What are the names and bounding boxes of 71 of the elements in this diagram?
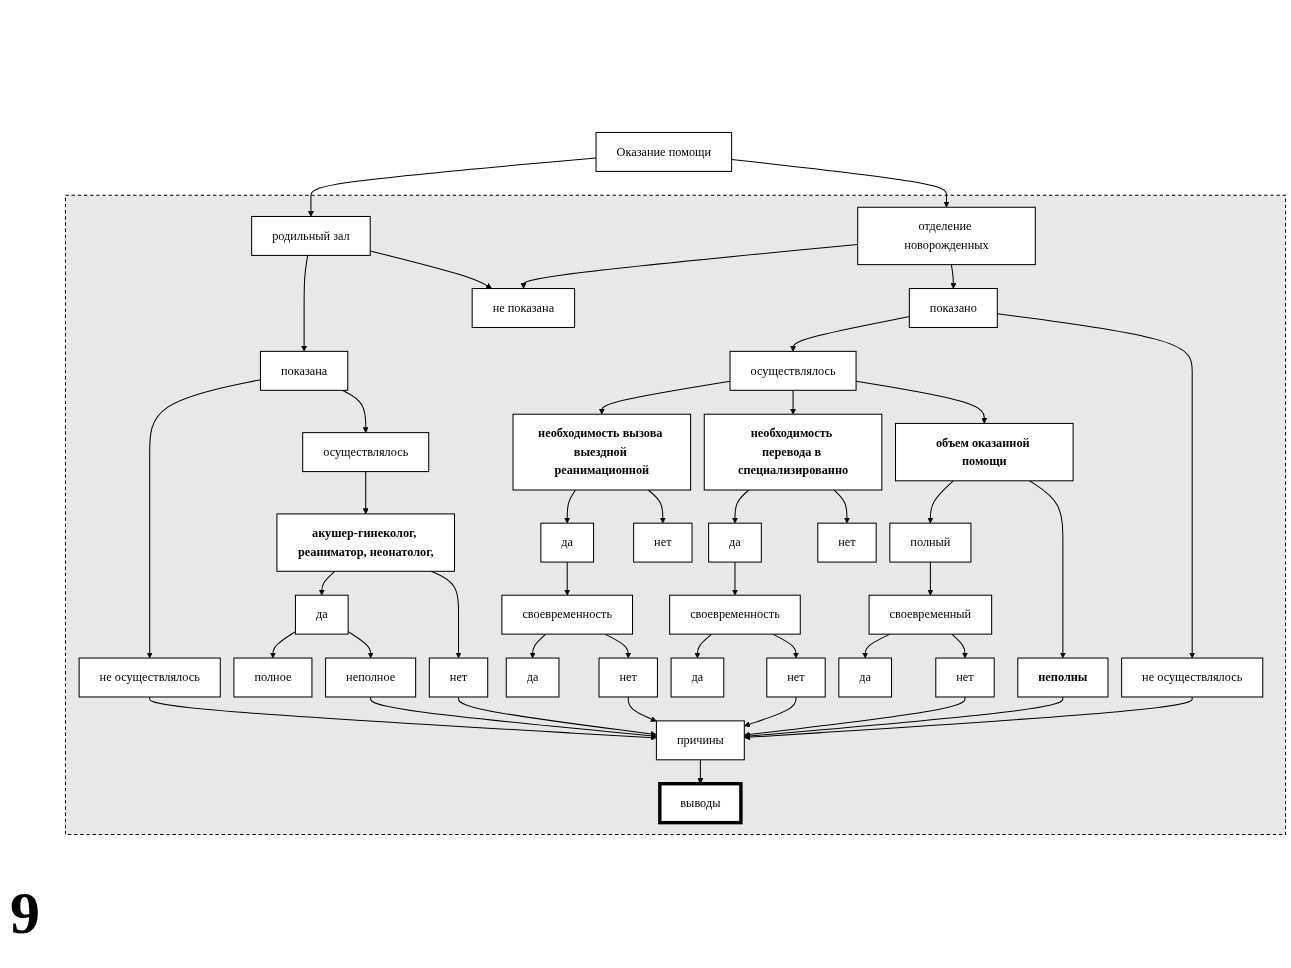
node-box: да xyxy=(838,658,893,698)
node-box: не осуществлялось xyxy=(1121,658,1264,698)
node-box: не осуществлялось xyxy=(78,658,221,698)
arrow xyxy=(731,490,750,524)
arrow xyxy=(697,759,704,785)
node-box: нет xyxy=(817,523,877,564)
node-box: нет xyxy=(428,658,489,698)
arrow xyxy=(731,562,738,596)
arrow xyxy=(744,696,966,738)
node-box: нет xyxy=(766,658,826,698)
node-box: необходимость вызова выездной реанимационной xyxy=(512,414,692,491)
node-box: необходимость перевода в специализированно xyxy=(703,414,883,491)
node-box: своевременность xyxy=(501,595,634,636)
cluster xyxy=(64,195,1287,836)
node-box: нет xyxy=(633,523,693,564)
arrow xyxy=(744,696,1193,741)
arrow xyxy=(790,316,910,353)
arrow xyxy=(1029,480,1066,659)
arrow xyxy=(950,264,957,290)
arrow xyxy=(604,634,632,659)
arrow xyxy=(370,696,657,740)
arrow xyxy=(564,490,576,524)
arrow xyxy=(731,159,950,208)
arrow xyxy=(529,634,547,659)
arrow xyxy=(149,696,657,741)
arrow xyxy=(627,696,657,723)
node-box: своевременность xyxy=(669,595,801,636)
node-box: выводы xyxy=(658,782,743,825)
node-box: осуществлялось xyxy=(729,351,857,392)
arrow xyxy=(598,381,731,415)
node-box: отделение новорожденных xyxy=(857,207,1036,266)
node-box: не показана xyxy=(471,288,576,329)
arrow xyxy=(564,562,571,596)
node-box: осуществлялось xyxy=(302,432,430,473)
node-box: да xyxy=(505,658,560,698)
node-box: показано xyxy=(908,288,998,329)
node-box: да xyxy=(540,523,595,564)
node-box: нет xyxy=(598,658,658,698)
node-box: да xyxy=(294,595,349,636)
node-box: объем оказанной помощи xyxy=(895,423,1074,482)
node-box: неполны xyxy=(1017,658,1109,698)
node-box: полный xyxy=(889,523,972,564)
arrow xyxy=(744,696,797,728)
node-box: причины xyxy=(655,720,745,761)
arrow xyxy=(269,631,296,659)
arrow xyxy=(318,571,336,596)
arrow xyxy=(647,490,666,524)
arrow xyxy=(833,490,850,524)
arrow xyxy=(341,390,369,434)
node-box: да xyxy=(708,523,762,564)
arrow xyxy=(772,634,799,659)
arrow xyxy=(951,634,968,659)
arrow xyxy=(307,157,597,218)
arrow xyxy=(694,634,713,659)
node-box: полное xyxy=(233,658,313,698)
node-box: Оказание помощи xyxy=(595,132,733,173)
node-box: нет xyxy=(935,658,995,698)
arrow xyxy=(146,379,261,659)
node-box: показана xyxy=(259,351,349,392)
node-box: акушер-гинеколог, реаниматор, неонатолог, xyxy=(276,513,456,573)
arrow xyxy=(927,562,934,596)
arrow xyxy=(362,471,369,515)
arrow xyxy=(458,696,657,738)
arrow xyxy=(301,255,309,353)
panel-number: 9 xyxy=(10,880,40,946)
node-box: да xyxy=(670,658,725,698)
arrow xyxy=(790,390,797,415)
node-box: родильный зал xyxy=(251,216,371,257)
node-box: своевременный xyxy=(868,595,993,636)
node-box: неполное xyxy=(325,658,417,698)
arrow xyxy=(927,480,954,524)
